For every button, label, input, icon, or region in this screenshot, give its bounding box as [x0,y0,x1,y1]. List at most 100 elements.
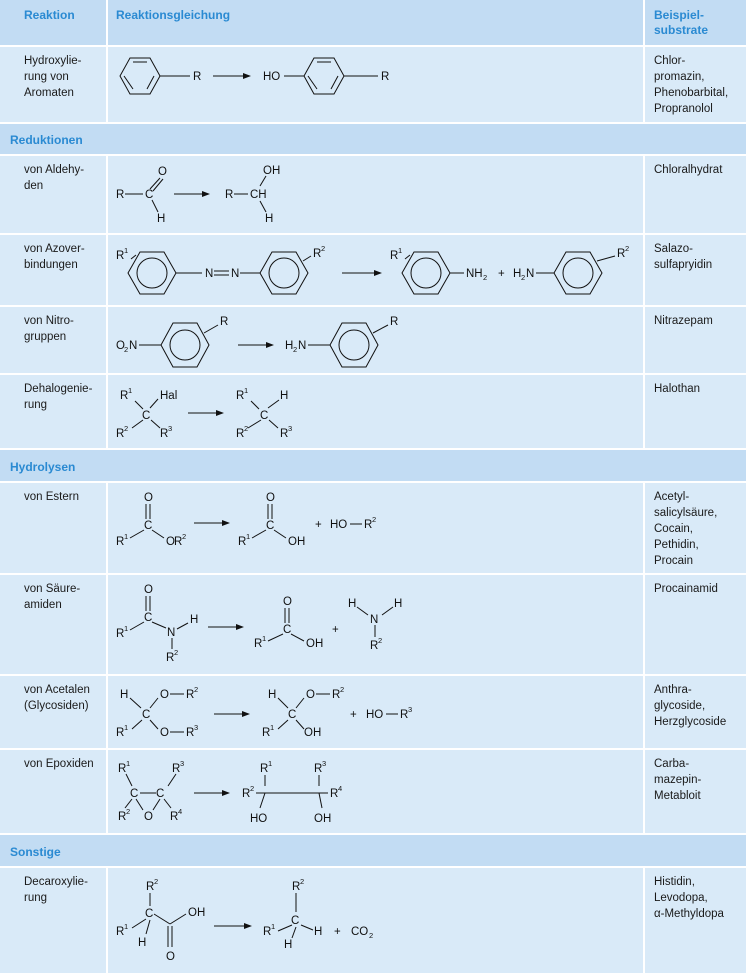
svg-text:3: 3 [180,759,184,768]
table-row: von Acetalen (Glycosiden) Anthra- glycos… [0,676,746,748]
svg-text:N: N [298,340,306,352]
svg-text:H: H [285,340,293,352]
svg-text:H: H [513,268,521,280]
svg-text:C: C [291,915,299,927]
svg-text:HO: HO [263,71,280,83]
svg-text:2: 2 [126,807,130,816]
svg-text:1: 1 [398,246,402,255]
svg-text:H: H [138,937,146,949]
section-header-reduktionen: Reduktionen [0,124,746,154]
svg-text:+: + [332,624,339,636]
svg-text:R: R [174,536,182,548]
svg-text:+: + [315,519,322,531]
svg-text:R: R [116,727,124,739]
svg-text:O: O [166,536,175,548]
svg-text:OH: OH [263,165,280,177]
svg-text:1: 1 [128,386,132,395]
svg-text:C: C [260,410,268,422]
svg-text:H: H [157,213,165,225]
svg-text:O: O [144,584,153,596]
table-row: von Epoxiden Carba- mazepin- Metabloit R… [0,750,746,833]
svg-text:H: H [120,689,128,701]
svg-text:R: R [292,881,300,893]
svg-text:+: + [350,709,357,721]
svg-text:H: H [190,614,198,626]
svg-text:O: O [144,492,153,504]
svg-text:H: H [268,689,276,701]
svg-text:O: O [144,811,153,823]
svg-text:R: R [390,316,398,328]
svg-text:1: 1 [271,922,275,931]
svg-text:H: H [265,213,273,225]
svg-text:C: C [156,788,164,800]
svg-text:CH: CH [250,189,267,201]
svg-text:R: R [120,390,128,402]
svg-text:H: H [284,939,292,951]
svg-text:R: R [166,652,174,664]
svg-text:2: 2 [321,244,325,253]
svg-text:N: N [231,268,239,280]
reaction-name: von Acetalen (Glycosiden) [24,684,90,712]
svg-text:R: R [116,189,124,201]
svg-text:R: R [236,390,244,402]
svg-text:OH: OH [288,536,305,548]
svg-text:R: R [116,628,124,640]
svg-text:2: 2 [369,931,373,940]
svg-text:1: 1 [124,624,128,633]
svg-text:R: R [280,428,288,440]
table-row: von Estern Acetyl- salicylsäure, Cocain,… [0,483,746,573]
reaction-name: von Nitro- gruppen [24,315,74,343]
svg-text:2: 2 [372,515,376,524]
svg-text:O: O [266,492,275,504]
svg-text:HO: HO [250,813,267,825]
svg-text:N: N [370,614,378,626]
svg-text:R: R [116,250,124,262]
table-row: von Aldehy- den Chloralhydrat O R C H R … [0,156,746,233]
svg-text:R: R [400,709,408,721]
svg-text:R: R [116,536,124,548]
svg-text:R: R [263,926,271,938]
substrates: Histidin, Levodopa, α-Methyldopa [654,876,724,920]
svg-text:2: 2 [483,273,487,282]
table-row: von Azover- bindungen Salazo- sulfapryid… [0,235,746,305]
svg-text:NH: NH [466,268,483,280]
svg-text:R: R [254,638,262,650]
svg-text:R: R [186,727,194,739]
svg-text:3: 3 [322,759,326,768]
svg-text:C: C [130,788,138,800]
svg-text:Hal: Hal [160,390,177,402]
svg-text:R: R [160,428,168,440]
svg-text:R: R [170,811,178,823]
svg-text:2: 2 [378,636,382,645]
reaction-name: von Säure- amiden [24,583,81,611]
svg-text:H: H [348,598,356,610]
svg-text:O: O [160,689,169,701]
svg-text:R: R [313,248,321,260]
table-row: Decaroxylie- rung Histidin, Levodopa, α-… [0,868,746,973]
svg-text:H: H [394,598,402,610]
svg-text:2: 2 [194,685,198,694]
svg-text:1: 1 [124,922,128,931]
svg-text:2: 2 [250,784,254,793]
section-header-sonstige: Sonstige [0,835,746,866]
svg-text:R: R [260,763,268,775]
svg-text:1: 1 [124,246,128,255]
substrates: Salazo- sulfapryidin [654,243,713,271]
svg-text:4: 4 [178,807,182,816]
svg-text:R: R [314,763,322,775]
reaction-name: Decaroxylie- rung [24,876,88,904]
svg-text:R: R [220,316,228,328]
svg-text:R: R [330,788,338,800]
substrates: Anthra- glycoside, Herzglycoside [654,684,727,728]
reaction-name: von Epoxiden [24,758,94,770]
svg-text:C: C [142,410,150,422]
svg-text:2: 2 [154,877,158,886]
svg-text:HO: HO [366,709,383,721]
svg-text:H: H [280,390,288,402]
svg-text:2: 2 [521,273,525,282]
